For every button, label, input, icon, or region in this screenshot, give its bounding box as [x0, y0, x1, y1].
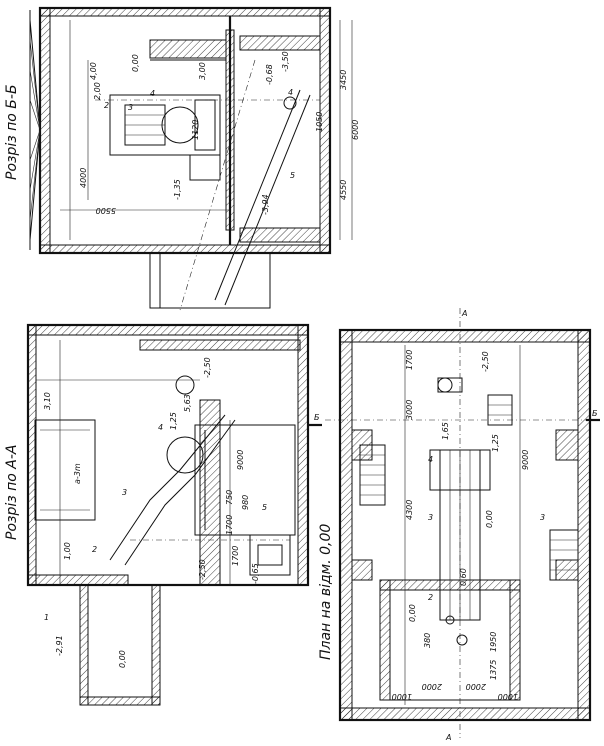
aa-label-3: 3 — [122, 488, 127, 497]
plan-view: План на відм. 0,00 — [318, 308, 600, 742]
section-bb: Розріз по Б-Б — [4, 6, 360, 311]
plan-label-2: 2 — [428, 593, 433, 602]
bb-dim-3-00: 3,00 — [198, 62, 207, 80]
plan-dim-0-60: 0,60 — [459, 568, 468, 586]
plan-dim-1-65: 1,65 — [441, 422, 450, 440]
aa-dim-1-25: 1,25 — [169, 412, 178, 430]
bb-dim-4000: 4000 — [79, 168, 88, 188]
aa-dim-a-3m: a-3m — [73, 463, 82, 484]
plan-label-3a: 3 — [428, 513, 433, 522]
plan-dim-3000: 3000 — [405, 400, 414, 420]
bb-label-3: 3 — [128, 103, 133, 112]
aa-dim-3-10: 3,10 — [43, 392, 52, 410]
bb-dim-0-00: 0,00 — [131, 54, 140, 72]
aa-dim-1-00: 1,00 — [63, 542, 72, 560]
aa-dim-0-00: 0,00 — [118, 650, 127, 668]
aa-label-5: 5 — [262, 503, 267, 512]
bb-label-2: 2 — [104, 101, 109, 110]
marker-b-right: Б — [592, 409, 598, 418]
bb-label-4: 4 — [150, 89, 155, 98]
bb-dim-4550: 4550 — [339, 180, 348, 200]
aa-dim-m2-50-bot: -2,50 — [198, 559, 207, 580]
bb-dim-m1-35: -1,35 — [173, 179, 182, 200]
marker-a-bottom: А — [445, 733, 451, 742]
plan-dim-2000a: 2000 — [422, 682, 442, 691]
aa-dim-980: 980 — [241, 495, 250, 510]
bb-label-5: 5 — [290, 171, 295, 180]
plan-label-3b: 3 — [540, 513, 545, 522]
aa-label-1: 1 — [44, 613, 49, 622]
plan-dim-1000a: 1000 — [392, 692, 412, 701]
plan-dim-0-00a: 0,00 — [485, 510, 494, 528]
bb-dim-2-00: 2,00 — [93, 82, 102, 100]
plan-title: План на відм. 0,00 — [318, 524, 334, 660]
plan-label-4: 4 — [428, 455, 433, 464]
aa-dim-m2-91: -2,91 — [55, 635, 64, 656]
plan-dim-1-25: 1,25 — [491, 434, 500, 452]
plan-dim-1000b: 1000 — [498, 692, 518, 701]
bb-dim-m3-94: -3,94 — [261, 194, 270, 215]
aa-dim-9000: 9000 — [236, 450, 245, 470]
bb-dim-m0-68: -0,68 — [265, 64, 274, 85]
bb-dim-5500: 5500 — [96, 206, 116, 215]
bb-label-4b: 4 — [288, 88, 293, 97]
aa-label-2: 2 — [92, 545, 97, 554]
bb-dim-6000: 6000 — [351, 120, 360, 140]
aa-dim-m2-50-top: -2,50 — [203, 357, 212, 378]
aa-label-4: 4 — [158, 423, 163, 432]
aa-dim-1700a: 1700 — [231, 546, 240, 566]
marker-a-top: А — [461, 309, 467, 318]
bb-dim-m3-50: -3,50 — [281, 51, 290, 72]
plan-dim-1700: 1700 — [405, 350, 414, 370]
plan-dim-9000: 9000 — [521, 450, 530, 470]
bb-dim-4-00: 4,00 — [89, 62, 98, 80]
plan-dim-4300: 4300 — [405, 500, 414, 520]
aa-marker-b: Б — [314, 413, 320, 422]
plan-dim-1950: 1950 — [489, 632, 498, 652]
plan-dim-m2-50: -2,50 — [481, 351, 490, 372]
aa-dim-1700b: 1700 — [225, 515, 234, 535]
bb-dim-1050: 1050 — [315, 112, 324, 132]
aa-dim-m0-65: -0,65 — [251, 563, 260, 584]
section-aa: Розріз по А-А 3,1 — [4, 323, 322, 706]
section-aa-title: Розріз по А-А — [4, 445, 20, 541]
plan-dim-380: 380 — [423, 633, 432, 648]
aa-dim-750: 750 — [225, 490, 234, 505]
bb-dim-1120: 1120 — [191, 120, 200, 140]
plan-dim-2000b: 2000 — [466, 682, 486, 691]
plan-dim-0-00b: 0,00 — [408, 604, 417, 622]
bb-dim-3450: 3450 — [339, 70, 348, 90]
aa-dim-5-63: 5,63 — [183, 394, 192, 412]
plan-dim-1375: 1375 — [489, 660, 498, 680]
section-bb-title: Розріз по Б-Б — [4, 84, 20, 180]
